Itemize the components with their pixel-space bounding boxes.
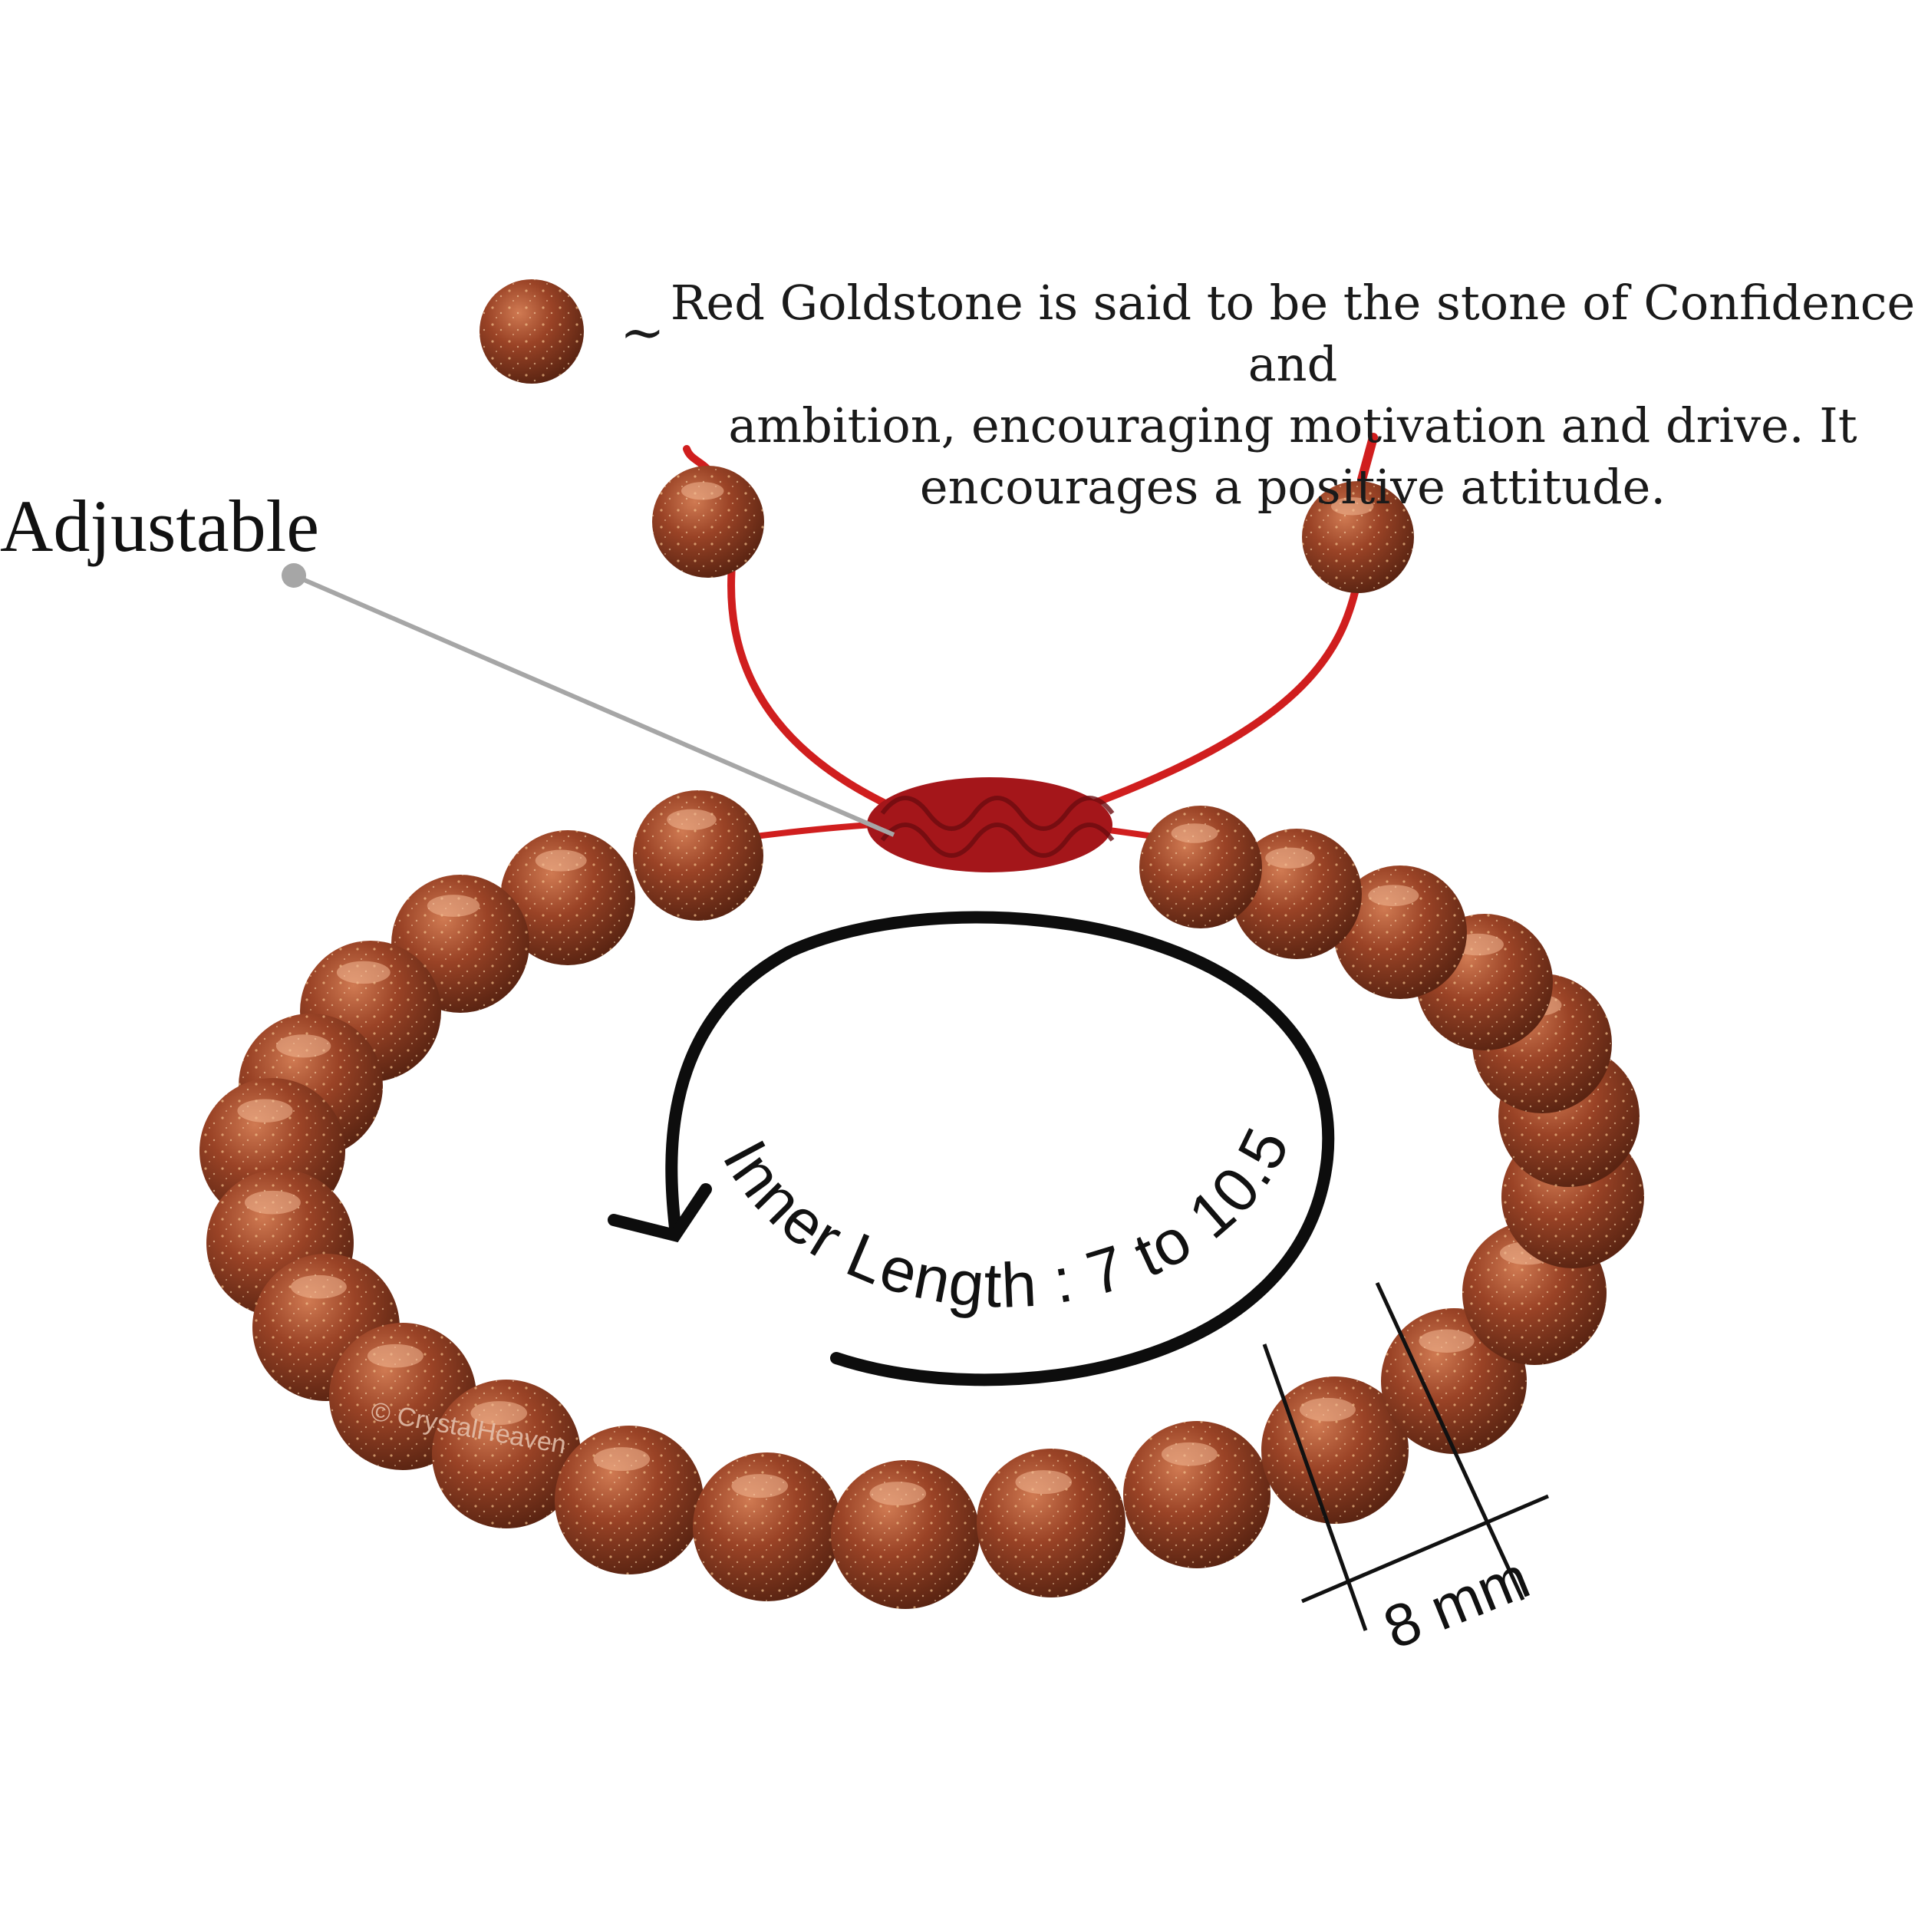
bracelet-bead <box>977 1449 1125 1597</box>
bracelet-bead <box>1123 1421 1271 1568</box>
bead-size-dimension <box>1262 1281 1549 1631</box>
bracelet-bead <box>1139 806 1262 928</box>
bead-ring <box>199 790 1644 1609</box>
bracelet-bead <box>432 1380 581 1528</box>
sliding-knot <box>867 777 1115 872</box>
bracelet-bead <box>555 1426 704 1574</box>
bracelet-bead <box>1231 829 1362 959</box>
bracelet-bead <box>831 1460 980 1609</box>
cord-tip-bead <box>1302 481 1414 593</box>
adjustable-pointer <box>282 563 895 837</box>
bracelet-bead <box>500 830 635 965</box>
cord-tip-bead <box>652 466 764 578</box>
bullet-tilde: ~ <box>620 301 665 364</box>
adjustable-label: Adjustable <box>0 485 319 567</box>
stone-description: Red Goldstone is said to be the stone of… <box>670 275 1916 515</box>
inner-length-label: Inner Length : 7 to 10.5 inch <box>0 0 1310 1321</box>
bracelet-bead <box>693 1452 842 1601</box>
bracelet-bead <box>633 790 763 921</box>
inner-length-arrow <box>608 911 1335 1386</box>
bracelet-bead <box>1333 865 1467 999</box>
cord-tip-beads <box>652 466 1414 593</box>
goldstone-bead-icon <box>480 279 584 384</box>
bracelet-bead <box>1261 1376 1409 1524</box>
